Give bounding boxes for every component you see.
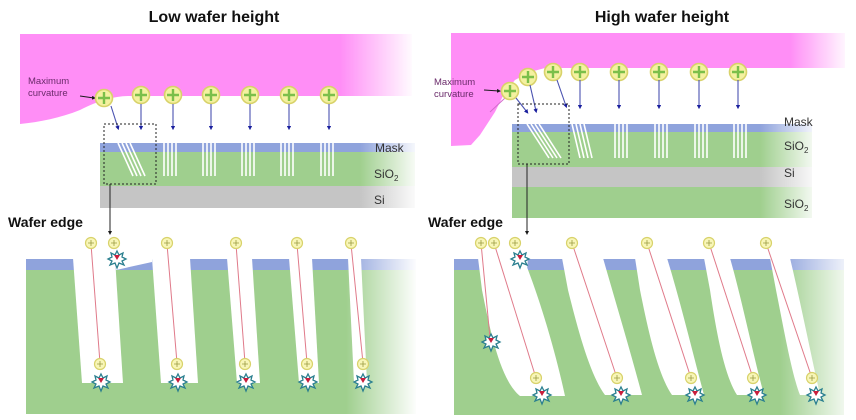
ion-icon <box>570 62 590 82</box>
layer-label-sio2: SiO2 <box>374 167 399 183</box>
panel-title: High wafer height <box>595 9 730 26</box>
ion-icon <box>500 81 520 101</box>
si-layer <box>100 186 415 208</box>
curvature-arrow <box>79 95 96 100</box>
zoomed-trench-view <box>454 236 856 420</box>
ion-trajectories <box>515 79 741 114</box>
layer-label-si: Si <box>374 193 385 207</box>
wafer-edge-label: Wafer edge <box>8 214 83 230</box>
plasma-sheath <box>20 34 412 124</box>
curvature-label-line2: curvature <box>28 88 68 99</box>
layer-label-sio2-bottom: SiO2 <box>784 197 809 213</box>
ion-icon <box>689 62 709 82</box>
layer-label-mask: Mask <box>784 115 814 129</box>
ion-icon <box>649 62 669 82</box>
etch-profiles <box>526 123 747 159</box>
zoom-region-box <box>103 123 157 185</box>
mask-layer <box>100 143 415 152</box>
ion-icon <box>201 85 221 105</box>
curvature-label-line1: Maximum <box>434 77 475 88</box>
mask-layer <box>512 124 812 132</box>
curvature-label-line2: curvature <box>434 89 474 100</box>
ion-icon <box>131 85 151 105</box>
zoomed-trench-view <box>26 236 418 415</box>
ion-icon <box>163 85 183 105</box>
wafer-edge-label: Wafer edge <box>428 214 503 230</box>
layer-label-sio2: SiO2 <box>784 139 809 155</box>
ion-icon <box>543 62 563 82</box>
ion-icon <box>319 85 339 105</box>
ion-icon <box>94 88 114 108</box>
curvature-arrow <box>483 88 501 93</box>
panel-low-wafer-height: Low wafer height Maximum curvature <box>8 9 420 415</box>
ion-trajectories <box>110 104 332 131</box>
plasma-sheath <box>451 33 845 146</box>
ion-icon <box>518 67 538 87</box>
ion-icon <box>279 85 299 105</box>
layer-label-si: Si <box>784 166 795 180</box>
panel-high-wafer-height: High wafer height Maximum curvature <box>428 9 856 420</box>
zoom-region-box <box>517 103 570 165</box>
panel-title: Low wafer height <box>149 9 280 26</box>
ion-icon <box>728 62 748 82</box>
ion-icon <box>240 85 260 105</box>
ion-icon <box>609 62 629 82</box>
curvature-label-line1: Maximum <box>28 76 69 87</box>
si-layer <box>512 167 812 187</box>
etch-profiles <box>117 142 334 177</box>
layer-label-mask: Mask <box>375 141 405 155</box>
